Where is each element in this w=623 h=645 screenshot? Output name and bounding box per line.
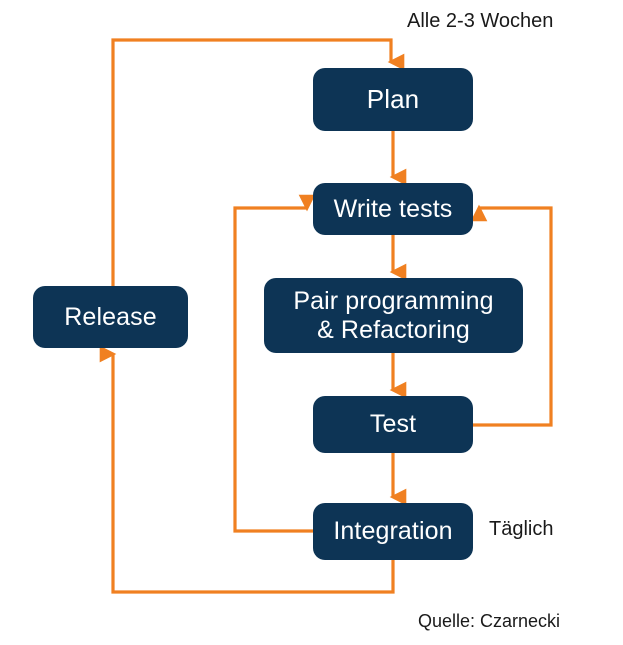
node-integration-label: Integration	[333, 517, 453, 545]
connector-integration-to-write-tests	[233, 194, 316, 533]
node-plan[interactable]: Plan	[313, 68, 473, 131]
node-plan-label: Plan	[366, 84, 420, 115]
node-test-label: Test	[369, 410, 417, 438]
node-integration[interactable]: Integration	[313, 503, 473, 560]
connector-test-back-to-write-tests	[470, 204, 553, 427]
node-pair-programming[interactable]: Pair programming & Refactoring	[264, 278, 523, 353]
connector-release-to-plan	[111, 38, 405, 286]
caption-daily-frequency: Täglich	[489, 518, 554, 540]
caption-cycle-frequency: Alle 2-3 Wochen	[407, 10, 554, 32]
node-write-tests[interactable]: Write tests	[313, 183, 473, 235]
node-release-label: Release	[64, 302, 157, 331]
node-test[interactable]: Test	[313, 396, 473, 453]
node-write-tests-label: Write tests	[333, 194, 453, 223]
node-pair-programming-label: Pair programming & Refactoring	[293, 286, 494, 344]
connector-integration-to-release	[99, 345, 395, 594]
node-release[interactable]: Release	[33, 286, 188, 348]
caption-source: Quelle: Czarnecki	[418, 611, 561, 631]
